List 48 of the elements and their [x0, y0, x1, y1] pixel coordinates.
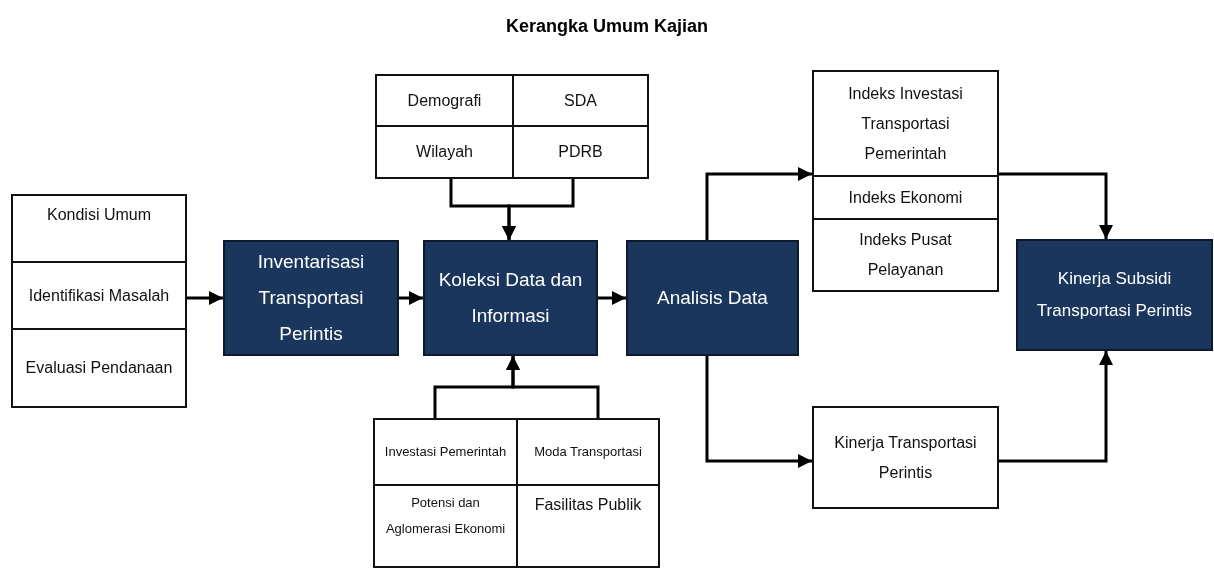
process-box [626, 240, 799, 356]
box-label: Kondisi Umum [47, 205, 151, 225]
info-box [516, 484, 660, 568]
diagram-title: Kerangka Umum Kajian [504, 16, 710, 37]
box-label: SDA [564, 90, 597, 111]
info-box [812, 406, 999, 509]
info-box [11, 194, 187, 263]
process-box [223, 240, 399, 356]
box-label: Demografi [407, 90, 482, 111]
box-label: Wilayah [416, 142, 473, 162]
arrow [705, 356, 812, 468]
process-box [1016, 239, 1213, 351]
box-label: Analisis Data [657, 286, 768, 310]
arrow [999, 351, 1113, 463]
arrow [187, 291, 223, 305]
box-label: Indeks Investasi Transportasi Pemerintah [847, 83, 964, 164]
arrow [506, 356, 600, 418]
info-box [373, 484, 518, 568]
box-label: PDRB [558, 142, 603, 162]
arrow [399, 291, 423, 305]
info-box [375, 125, 514, 179]
box-label: Kinerja Subsidi Transportasi Perintis [1035, 268, 1194, 322]
box-label: Fasilitas Publik [534, 495, 642, 515]
info-box [812, 70, 999, 177]
info-box [516, 418, 660, 486]
info-box [512, 125, 649, 179]
info-box [11, 261, 187, 330]
info-box [373, 418, 518, 486]
info-box [812, 175, 999, 220]
box-label: Potensi dan Aglomerasi Ekonomi [384, 494, 507, 538]
arrow [999, 172, 1113, 239]
box-label: Koleksi Data dan Informasi [437, 268, 584, 328]
box-label: Identifikasi Masalah [28, 285, 170, 306]
process-box [423, 240, 598, 356]
info-box [11, 328, 187, 408]
box-label: Indeks Ekonomi [848, 187, 963, 208]
box-label: Investasi Pemerintah [384, 443, 507, 461]
arrow [502, 179, 575, 240]
info-box [375, 74, 514, 127]
info-box [512, 74, 649, 127]
box-label: Kinerja Transportasi Perintis [833, 432, 978, 483]
box-label: Evaluasi Pendanaan [25, 358, 173, 378]
arrow [705, 167, 812, 240]
box-label: Inventarisasi Transportasi Perintis [256, 250, 366, 346]
box-label: Indeks Pusat Pelayanan [858, 230, 953, 280]
box-label: Moda Transportasi [534, 443, 642, 461]
info-box [812, 218, 999, 292]
arrow [598, 291, 626, 305]
